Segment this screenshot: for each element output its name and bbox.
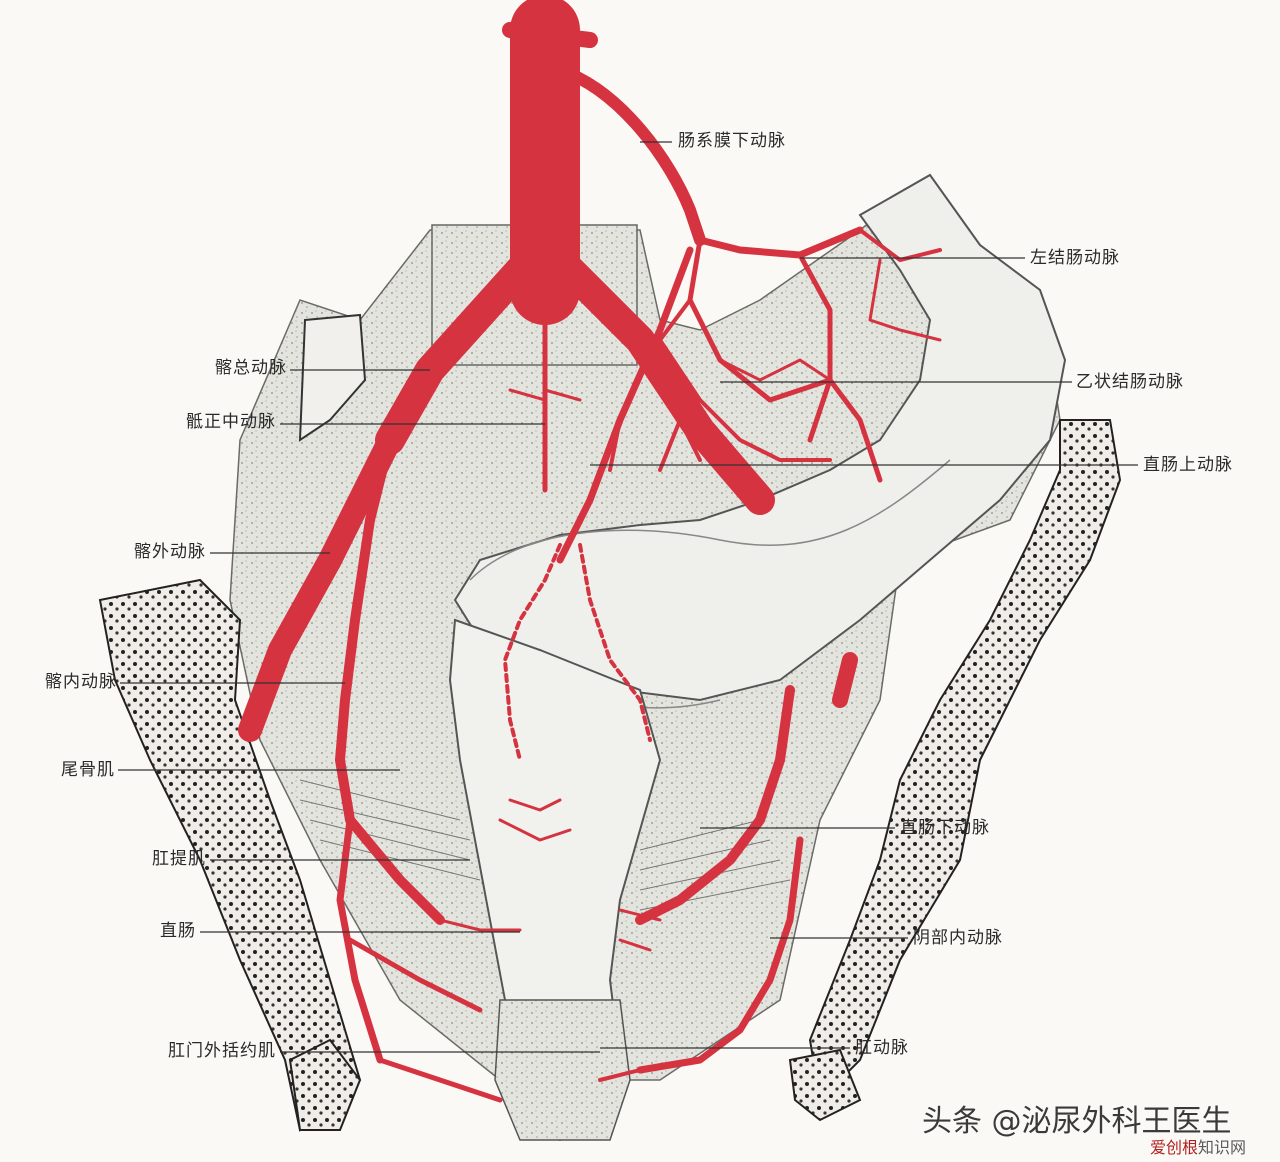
label-median-sacral: 骶正中动脉 <box>186 412 276 432</box>
watermark-site-red: 爱创根 <box>1150 1138 1199 1157</box>
label-left-colic: 左结肠动脉 <box>1030 248 1120 268</box>
label-superior-rectal: 直肠上动脉 <box>1143 455 1233 475</box>
label-sigmoid: 乙状结肠动脉 <box>1076 372 1184 392</box>
left-pelvic-bone <box>98 313 367 1132</box>
watermark-site-rest: 知识网 <box>1198 1138 1247 1157</box>
anal-canal <box>494 999 631 1141</box>
label-external-sphincter: 肛门外括约肌 <box>168 1041 276 1061</box>
watermark-site: 爱创根知识网 <box>1150 1134 1246 1158</box>
watermark-author: 头条 @泌尿外科王医生 <box>922 1104 1232 1139</box>
leader-lines <box>118 141 1138 1053</box>
label-anal-artery: 肛动脉 <box>855 1038 909 1058</box>
label-levator-ani: 肛提肌 <box>152 849 206 869</box>
label-internal-pudendal: 阴部内动脉 <box>913 928 1003 948</box>
label-common-iliac: 髂总动脉 <box>215 358 287 378</box>
label-rectum: 直肠 <box>160 921 196 941</box>
right-pelvic-bone <box>788 419 1122 1122</box>
left-iliac-crest <box>298 313 367 442</box>
label-external-iliac: 髂外动脉 <box>134 542 206 562</box>
rectum <box>448 618 662 1142</box>
label-inferior-mesenteric: 肠系膜下动脉 <box>678 131 786 151</box>
label-internal-iliac: 髂内动脉 <box>45 672 117 692</box>
label-coccygeus: 尾骨肌 <box>61 760 115 780</box>
label-inferior-rectal: 直肠下动脉 <box>900 818 990 838</box>
